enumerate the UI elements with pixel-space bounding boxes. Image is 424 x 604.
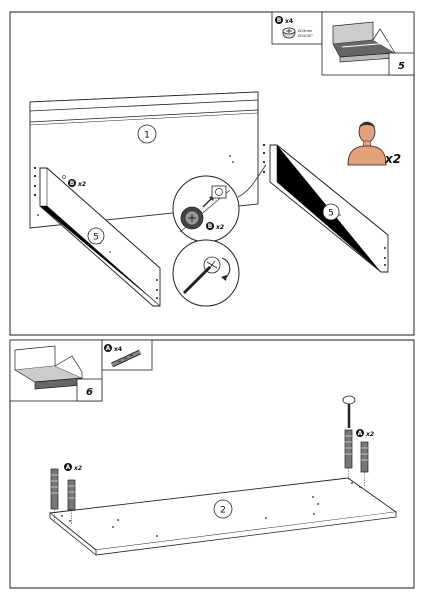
left-rail-part-number: 5 bbox=[93, 233, 99, 243]
cam-badge-icon bbox=[275, 16, 283, 24]
dowel-badge-letter: A bbox=[106, 345, 111, 352]
left-rail-count: x2 bbox=[77, 181, 86, 188]
right-rail-part-number: 5 bbox=[328, 209, 334, 219]
left-count: x2 bbox=[73, 465, 82, 472]
headboard-part-number: 1 bbox=[144, 131, 150, 141]
left-badge-icon bbox=[64, 463, 72, 471]
cam-insert-detail bbox=[172, 164, 267, 243]
screwdriver-detail bbox=[172, 239, 240, 307]
dowel-count: x4 bbox=[114, 346, 122, 353]
detail-count: x2 bbox=[215, 224, 224, 231]
left-badge-letter: A bbox=[66, 464, 71, 471]
bottom-panel-part-number: 2 bbox=[220, 506, 226, 516]
cam-lock-icon bbox=[282, 27, 296, 39]
right-badge-letter: A bbox=[358, 430, 363, 437]
connector-bolt-icon bbox=[110, 349, 142, 368]
person-count: x2 bbox=[384, 152, 401, 166]
cam-badge-letter: B bbox=[277, 17, 282, 24]
step6-number: 6 bbox=[86, 387, 93, 398]
cam-count: x4 bbox=[285, 18, 293, 25]
step6-thumbnail-box: 6 bbox=[9, 339, 103, 402]
two-person-icon bbox=[347, 121, 387, 166]
left-rail-badge-icon bbox=[68, 179, 76, 187]
step5-frame bbox=[9, 11, 415, 336]
right-connector-bolts bbox=[342, 395, 369, 486]
cam-parts-box: B x4 Ø15mm Ø19/32" bbox=[271, 11, 323, 45]
right-count: x2 bbox=[365, 431, 374, 438]
step5-thumbnail-box: 5 bbox=[321, 11, 415, 76]
detail-badge-icon bbox=[206, 222, 214, 230]
step6-frame bbox=[9, 339, 415, 589]
dowel-parts-box: A x4 bbox=[101, 339, 153, 371]
left-connector-bolts bbox=[50, 468, 76, 524]
left-rail-badge-letter: B bbox=[70, 180, 75, 187]
dowel-badge-icon bbox=[104, 344, 112, 352]
detail-badge-letter: B bbox=[208, 223, 213, 230]
cam-spec-mm: Ø15mm bbox=[298, 28, 313, 33]
cam-spec-inch: Ø19/32" bbox=[298, 33, 313, 38]
step5-number: 5 bbox=[398, 61, 405, 72]
right-badge-icon bbox=[356, 429, 364, 437]
